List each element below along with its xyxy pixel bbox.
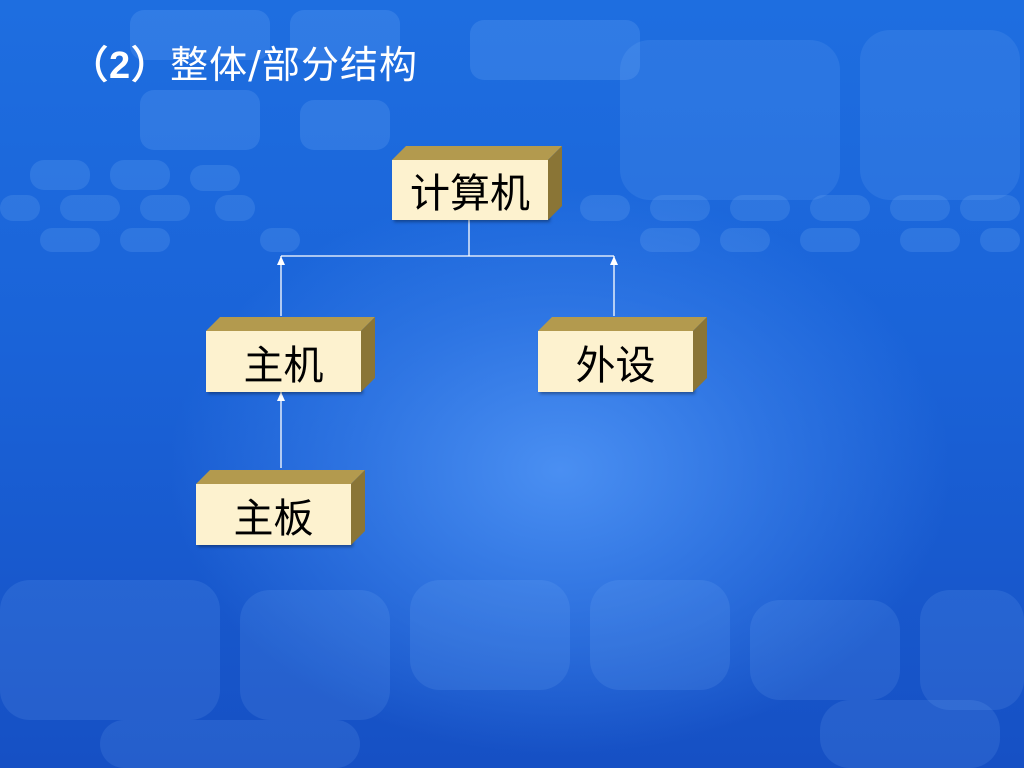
- slide-title-text: 整体/部分结构: [170, 43, 418, 87]
- node-motherboard-label: 主板: [233, 495, 314, 542]
- node-peripheral-label: 外设: [575, 342, 656, 389]
- slide-title-number: （2）: [70, 45, 171, 87]
- slide-title: （2）整体/部分结构: [70, 34, 418, 89]
- node-computer: 计算机: [392, 160, 548, 220]
- node-computer-label: 计算机: [410, 171, 530, 217]
- node-motherboard: 主板: [196, 484, 351, 545]
- node-host: 主机: [206, 331, 361, 392]
- node-peripheral: 外设: [538, 331, 693, 392]
- node-host-label: 主机: [243, 342, 324, 389]
